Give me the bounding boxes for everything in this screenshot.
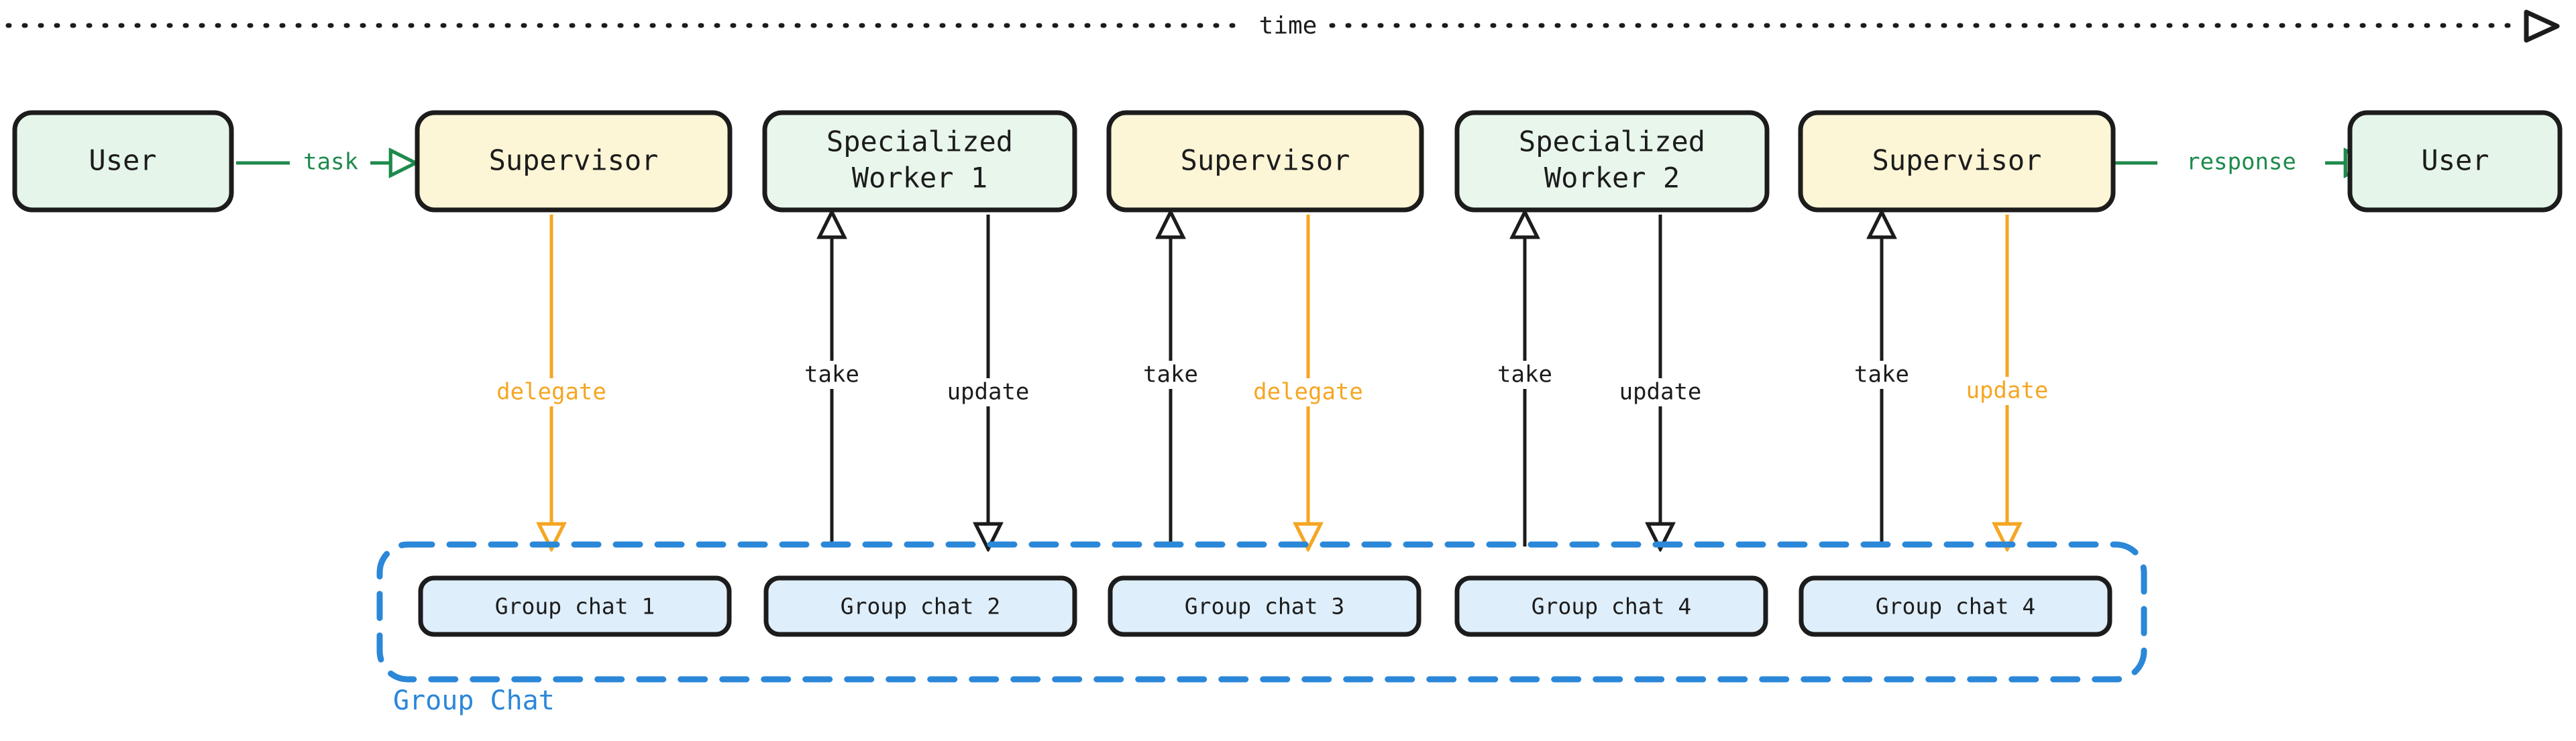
edge-update-2-label-bg (1607, 378, 1714, 406)
time-axis-arrowhead-icon (2524, 9, 2560, 43)
node-chat-1-box[interactable] (418, 575, 732, 637)
edge-delegate-1-label-bg (498, 378, 605, 406)
edge-task: task (236, 149, 413, 176)
edge-update-1: update (934, 215, 1042, 547)
edge-delegate-2: delegate (1253, 215, 1363, 547)
node-user-left-box[interactable] (12, 110, 234, 213)
node-supervisor-2-label: Supervisor (1181, 144, 1350, 177)
node-chat-3[interactable]: Group chat 3 (1108, 575, 1421, 637)
edge-take-3-label: take (1497, 361, 1552, 388)
node-supervisor-3-box[interactable] (1798, 110, 2116, 213)
edge-take-1: take (795, 215, 870, 547)
node-chat-1[interactable]: Group chat 1 (418, 575, 732, 637)
node-supervisor-1[interactable]: Supervisor (415, 110, 733, 213)
edge-take-3-label-bg (1488, 361, 1563, 389)
edge-update-2-label: update (1619, 379, 1702, 406)
node-supervisor-3-label: Supervisor (1872, 144, 2042, 177)
node-chat-2-label: Group chat 2 (841, 593, 1000, 620)
node-chat-1-label: Group chat 1 (495, 593, 655, 620)
edge-delegate-1-label: delegate (496, 379, 606, 406)
node-chat-5-label: Group chat 4 (1876, 593, 2035, 620)
node-worker-2-label-line1: Specialized (1519, 125, 1705, 158)
node-chat-2[interactable]: Group chat 2 (763, 575, 1077, 637)
timeline-nodes: User Supervisor Specialized Worker 1 Sup… (12, 110, 2563, 213)
edge-take-2-label: take (1143, 361, 1198, 388)
node-supervisor-2[interactable]: Supervisor (1106, 110, 1424, 213)
edge-update-3: update (1953, 215, 2061, 547)
node-worker-1[interactable]: Specialized Worker 1 (762, 110, 1077, 213)
node-user-left-label: User (89, 144, 156, 177)
node-chat-2-box[interactable] (763, 575, 1077, 637)
time-axis: time (5, 9, 2560, 43)
horizontal-edges: task response (236, 149, 2368, 176)
node-worker-2-label-line2: Worker 2 (1544, 162, 1680, 194)
time-axis-label: time (1259, 12, 1318, 40)
node-worker-2[interactable]: Specialized Worker 2 (1454, 110, 1770, 213)
edge-update-1-label-bg (934, 378, 1042, 406)
edge-take-2: take (1134, 215, 1209, 547)
edge-response-label: response (2186, 149, 2296, 176)
node-chat-5-box[interactable] (1799, 575, 2112, 637)
edge-take-1-label: take (804, 361, 859, 388)
node-chat-4-box[interactable] (1454, 575, 1768, 637)
node-user-right[interactable]: User (2347, 110, 2563, 213)
edge-take-4-label-bg (1845, 361, 1920, 389)
node-chat-3-label: Group chat 3 (1185, 593, 1344, 620)
edge-response: response (2108, 149, 2368, 176)
node-supervisor-1-box[interactable] (415, 110, 733, 213)
edge-update-1-label: update (947, 379, 1030, 406)
edge-take-4: take (1845, 215, 1920, 547)
node-chat-4[interactable]: Group chat 4 (1454, 575, 1768, 637)
vertical-edges: delegate take update take delegate (496, 215, 2061, 547)
edge-update-3-label-bg (1953, 377, 2061, 405)
node-user-right-label: User (2421, 144, 2489, 177)
edge-take-3: take (1488, 215, 1563, 547)
edge-update-3-label: update (1966, 378, 2049, 404)
edge-task-label: task (303, 149, 358, 176)
edge-delegate-2-label: delegate (1253, 379, 1363, 406)
edge-take-1-label-bg (795, 361, 870, 389)
edge-delegate-1: delegate (496, 215, 606, 547)
node-chat-3-box[interactable] (1108, 575, 1421, 637)
node-supervisor-3[interactable]: Supervisor (1798, 110, 2116, 213)
edge-take-4-label: take (1854, 361, 1909, 388)
group-chat-cluster-boundary (376, 541, 2147, 683)
group-chat-cluster: Group Chat (376, 541, 2147, 716)
node-worker-1-box[interactable] (762, 110, 1077, 213)
node-worker-1-label-line2: Worker 1 (852, 162, 987, 194)
node-user-right-box[interactable] (2347, 110, 2563, 213)
edge-delegate-2-label-bg (1254, 378, 1362, 406)
node-chat-4-label: Group chat 4 (1532, 593, 1691, 620)
node-supervisor-1-label: Supervisor (489, 144, 659, 177)
group-chat-nodes: Group chat 1 Group chat 2 Group chat 3 G… (418, 575, 2112, 637)
node-user-left[interactable]: User (12, 110, 234, 213)
node-worker-2-box[interactable] (1454, 110, 1770, 213)
node-supervisor-2-box[interactable] (1106, 110, 1424, 213)
group-chat-cluster-label: Group Chat (393, 685, 555, 716)
node-worker-1-label-line1: Specialized (826, 125, 1013, 158)
edge-take-2-label-bg (1134, 361, 1209, 389)
edge-update-2: update (1607, 215, 1714, 547)
node-chat-5[interactable]: Group chat 4 (1799, 575, 2112, 637)
